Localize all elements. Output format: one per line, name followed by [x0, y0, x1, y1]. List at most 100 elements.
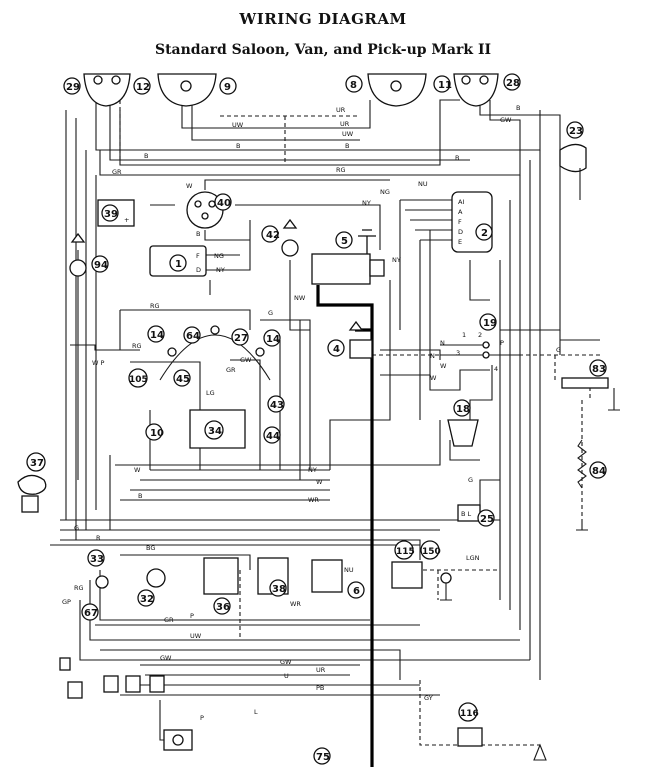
svg-text:67: 67: [84, 608, 98, 619]
component-45: 45: [173, 369, 191, 387]
svg-text:105: 105: [129, 375, 148, 385]
component-1: 1 F D NG NY: [149, 245, 225, 277]
svg-text:F: F: [458, 218, 462, 226]
svg-text:B: B: [144, 152, 148, 160]
svg-text:GP: GP: [62, 598, 71, 606]
svg-text:RG: RG: [74, 584, 84, 592]
svg-text:A: A: [458, 208, 463, 216]
svg-text:AI: AI: [458, 198, 464, 206]
component-38: 38: [257, 557, 289, 597]
svg-text:GY: GY: [424, 694, 433, 702]
svg-text:D: D: [458, 228, 463, 236]
svg-text:2: 2: [481, 228, 488, 239]
svg-text:33: 33: [90, 554, 104, 565]
svg-text:27: 27: [234, 333, 248, 344]
svg-text:44: 44: [266, 431, 280, 442]
component-10: 10: [145, 423, 164, 441]
svg-text:42: 42: [266, 230, 280, 241]
component-150: 150: [420, 540, 452, 601]
svg-text:W: W: [316, 478, 323, 486]
front-lamp-right: [453, 73, 499, 107]
component-94: 94: [69, 232, 109, 277]
svg-text:NG: NG: [380, 188, 390, 196]
svg-text:18: 18: [456, 404, 470, 415]
diagram-subtitle: Standard Saloon, Van, and Pick-up Mark I…: [154, 42, 492, 58]
svg-text:UR: UR: [316, 666, 326, 674]
component-4: 4: [327, 320, 373, 359]
svg-text:NU: NU: [418, 180, 428, 188]
svg-text:N: N: [440, 339, 445, 347]
svg-text:8: 8: [350, 80, 357, 91]
svg-text:P: P: [500, 339, 504, 347]
svg-text:LG: LG: [206, 389, 215, 397]
svg-text:PB: PB: [316, 684, 324, 692]
svg-text:1: 1: [175, 259, 182, 270]
svg-text:UW: UW: [342, 130, 354, 138]
svg-text:GR: GR: [164, 616, 174, 624]
component-42: 42 NW: [261, 218, 306, 302]
svg-text:UW: UW: [190, 632, 202, 640]
svg-text:12: 12: [136, 82, 150, 93]
diagram-title: WIRING DIAGRAM: [239, 10, 407, 28]
svg-text:64: 64: [186, 331, 200, 342]
svg-text:1: 1: [462, 331, 466, 339]
svg-text:WR: WR: [290, 600, 301, 608]
component-75: 75: [313, 747, 331, 765]
component-8: 8: [345, 75, 363, 93]
svg-text:G: G: [268, 309, 273, 317]
svg-text:43: 43: [270, 400, 284, 411]
svg-text:GW: GW: [280, 658, 292, 666]
svg-text:GW: GW: [240, 356, 252, 364]
svg-text:+: +: [124, 216, 129, 224]
svg-text:32: 32: [140, 594, 154, 605]
headlamp-right: [367, 73, 427, 107]
terminal-blocks: [59, 657, 193, 751]
component-39: 39 +: [97, 199, 135, 227]
svg-text:150: 150: [422, 547, 441, 557]
component-43: 43: [267, 395, 285, 413]
svg-text:NU: NU: [344, 566, 354, 574]
svg-text:UW: UW: [232, 121, 244, 129]
component-12: 12: [133, 77, 151, 95]
component-105: 105: [128, 368, 148, 388]
svg-text:45: 45: [176, 374, 190, 385]
svg-text:28: 28: [506, 78, 520, 89]
component-19: 19 1 2 3 4 P: [456, 313, 504, 373]
svg-text:NY: NY: [362, 199, 371, 207]
svg-text:29: 29: [66, 82, 80, 93]
headlamp-left: [157, 73, 217, 107]
component-5: 5: [311, 229, 385, 285]
svg-text:4: 4: [333, 344, 340, 355]
instrument-cluster: 14 64 27 14: [147, 325, 281, 381]
svg-text:E: E: [458, 238, 462, 246]
component-18: 18: [447, 399, 479, 447]
component-23: 23: [559, 121, 587, 200]
svg-text:NY: NY: [308, 466, 317, 474]
svg-text:9: 9: [224, 82, 231, 93]
component-29: 29: [63, 77, 81, 95]
svg-text:4: 4: [494, 365, 498, 373]
component-28: 28: [503, 73, 521, 91]
svg-text:W P: W P: [92, 359, 104, 367]
svg-text:WR: WR: [308, 496, 319, 504]
svg-text:W: W: [430, 374, 437, 382]
svg-text:3: 3: [456, 349, 460, 357]
component-32: 32: [137, 568, 166, 607]
svg-text:G: G: [468, 476, 473, 484]
component-3: [482, 341, 490, 359]
component-6: 6 NU: [311, 559, 365, 599]
svg-text:L: L: [254, 708, 258, 716]
svg-text:38: 38: [272, 584, 286, 595]
svg-text:GW: GW: [500, 116, 512, 124]
svg-text:P: P: [190, 612, 194, 620]
svg-text:GR: GR: [112, 168, 122, 176]
svg-text:UR: UR: [336, 106, 346, 114]
component-36: 36: [203, 557, 239, 615]
svg-text:10: 10: [150, 428, 164, 439]
svg-text:NG: NG: [214, 252, 224, 260]
svg-text:U: U: [284, 672, 289, 680]
svg-text:116: 116: [460, 709, 479, 719]
svg-text:F: F: [196, 252, 200, 260]
svg-text:B: B: [345, 142, 349, 150]
